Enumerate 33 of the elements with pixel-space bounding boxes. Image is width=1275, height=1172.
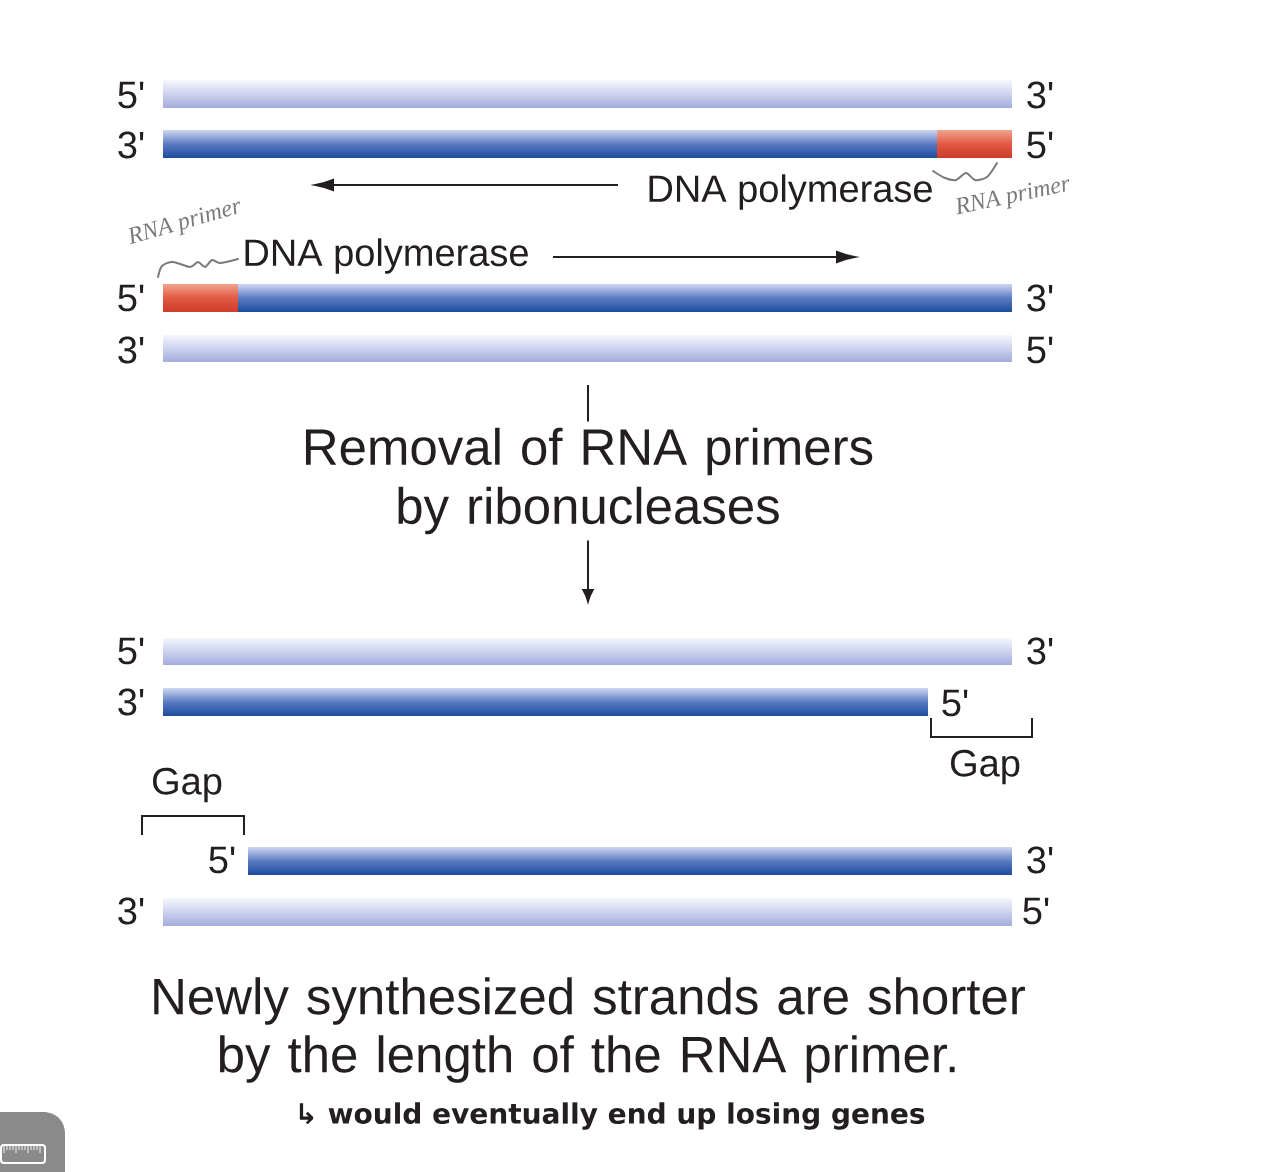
- strand-end-label: 3': [118, 131, 144, 159]
- strand-end-label: 5': [1027, 336, 1053, 364]
- strand-end-label: 5': [118, 81, 144, 109]
- dna-strand: [163, 898, 1012, 926]
- strand-end-label: 3': [118, 897, 144, 925]
- flow-arrow: [582, 539, 594, 603]
- enzyme-label: DNA polymerase: [245, 238, 528, 274]
- handwritten-note: RNA primer: [128, 201, 240, 245]
- strand-end-label: 5': [209, 846, 235, 874]
- strand-end-label: 3': [1027, 846, 1053, 874]
- connector-line: [587, 384, 589, 423]
- strand-end-label: 3': [118, 688, 144, 716]
- dna-strand: [163, 80, 1012, 108]
- process-step-text: Removal of RNA primers by ribonucleases: [305, 427, 873, 535]
- dna-strand: [163, 688, 928, 716]
- strand-end-label: 3': [1027, 637, 1053, 665]
- caption: Newly synthesized strands are shorter by the length of the RNA primer.: [154, 977, 1025, 1083]
- strand-end-label: 3': [1027, 81, 1053, 109]
- strand-end-label: 5': [942, 689, 968, 717]
- strand-end-label: 5': [1027, 131, 1053, 159]
- strand-end-label: 3': [1027, 284, 1053, 312]
- strand-end-label: 5': [118, 284, 144, 312]
- gap-label: Gap: [153, 767, 222, 803]
- dna-strand: [163, 638, 1012, 665]
- dna-strand: [248, 847, 1012, 875]
- strand-end-label: 5': [1023, 897, 1049, 925]
- dna-strand: [163, 335, 1012, 362]
- strand-end-label: 3': [118, 336, 144, 364]
- enzyme-label: DNA polymerase: [649, 174, 932, 210]
- strand-end-label: 5': [118, 637, 144, 665]
- handwritten-note: ↳ would eventually end up losing genes: [299, 1102, 925, 1130]
- handwritten-note: RNA primer: [956, 179, 1070, 215]
- gap-label: Gap: [951, 749, 1020, 785]
